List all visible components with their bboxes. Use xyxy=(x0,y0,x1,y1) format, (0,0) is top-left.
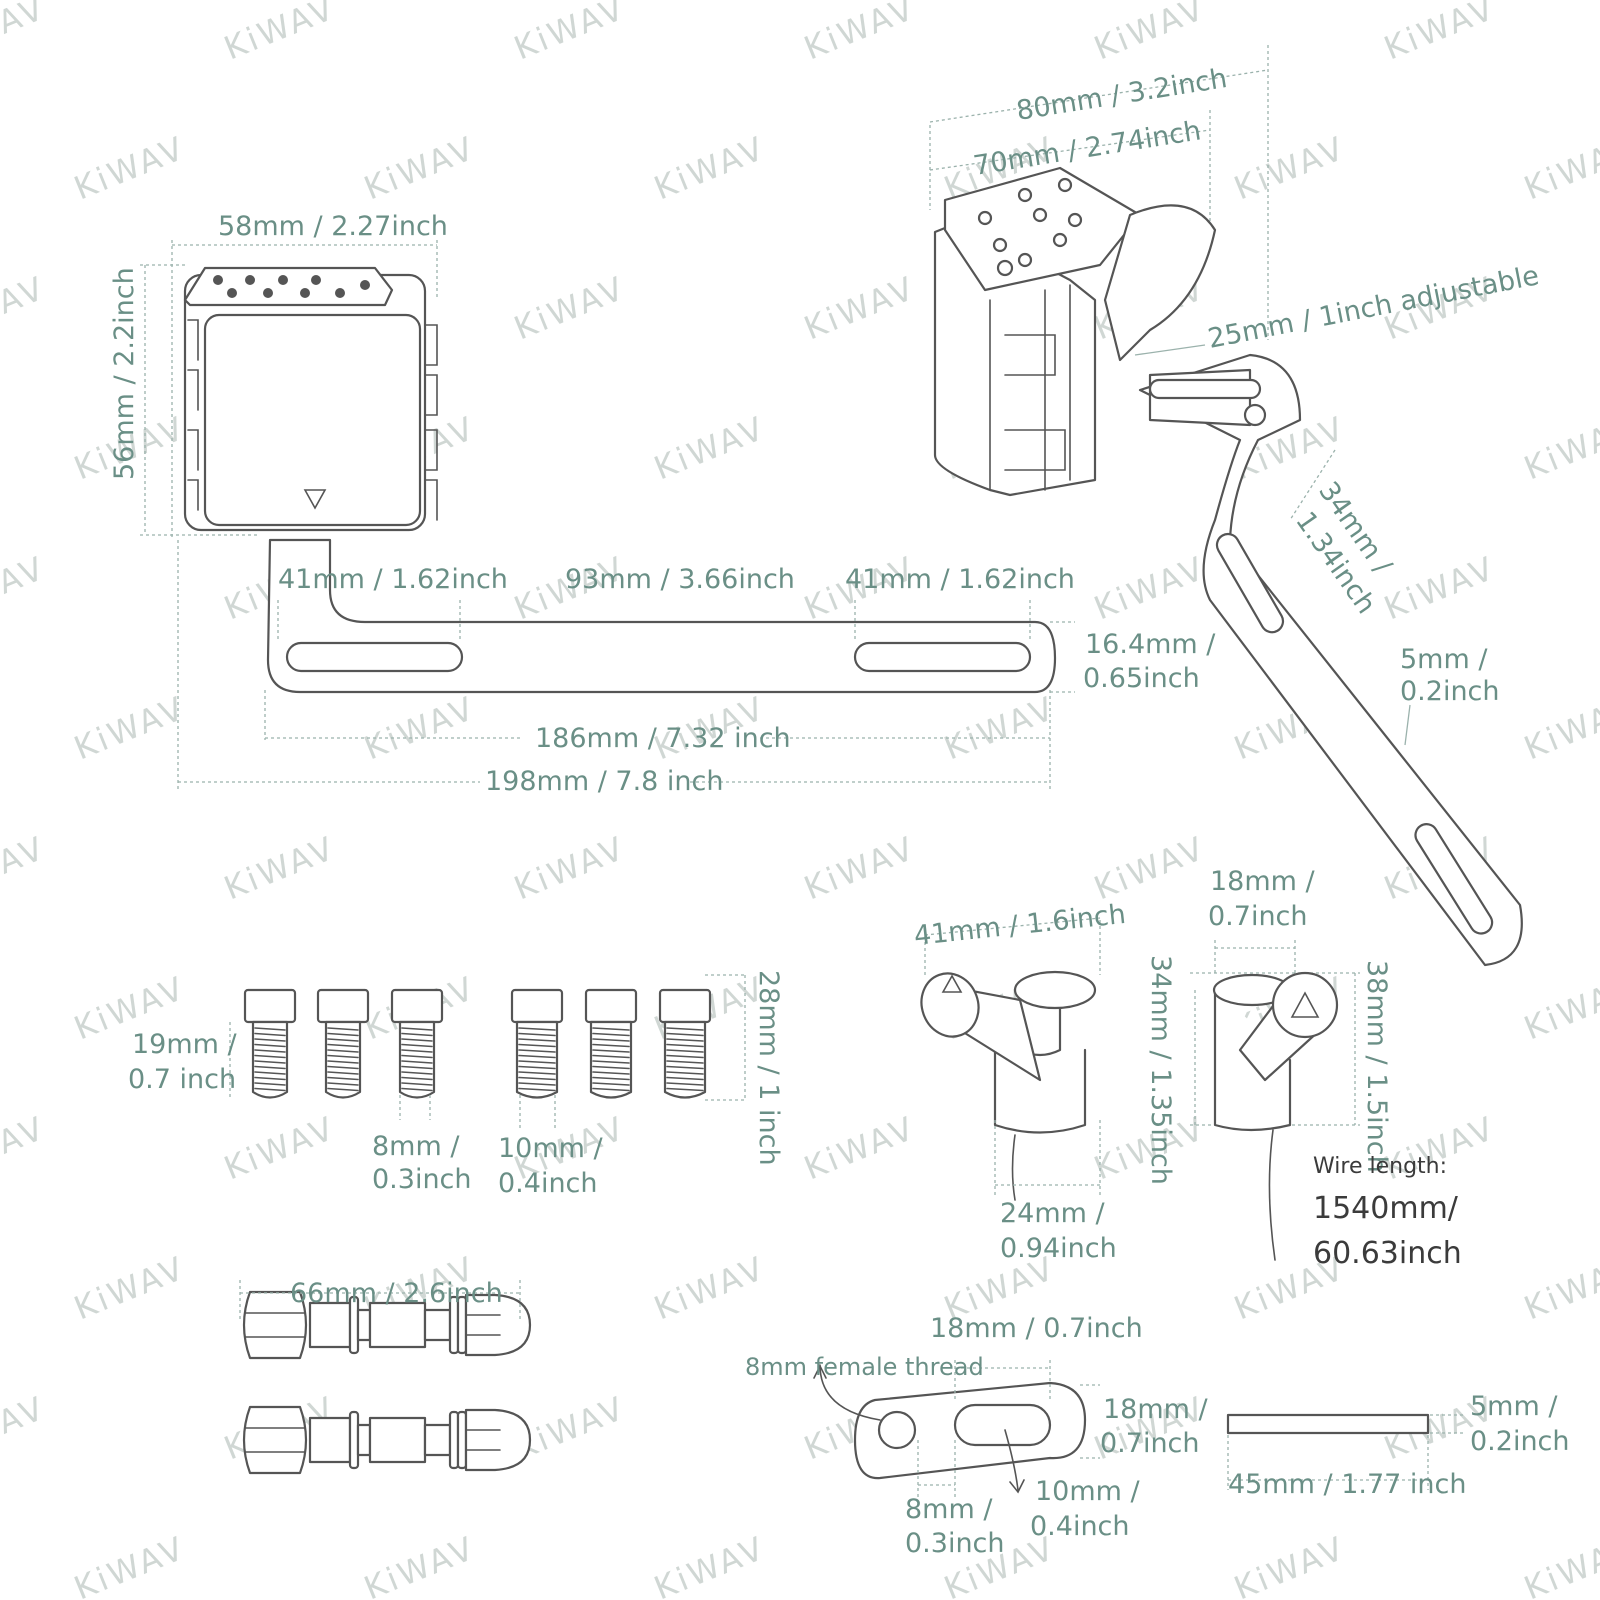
strip-thickness-label-top: 5mm / xyxy=(1470,1391,1558,1422)
front-height-label: 56mm / 2.2inch xyxy=(109,267,140,480)
watermark-text: KiWAV xyxy=(0,829,51,908)
arm-thickness-label-top: 5mm / xyxy=(1400,644,1488,675)
watermark-text: KiWAV xyxy=(649,409,771,488)
wire-length-value-top: 1540mm/ xyxy=(1313,1191,1459,1226)
plate-drawing xyxy=(813,1360,1100,1500)
watermark-text: KiWAV xyxy=(939,689,1061,768)
watermark-text: KiWAV xyxy=(0,269,51,348)
watermark-text: KiWAV xyxy=(359,129,481,208)
inner-width-label: 70mm / 2.74inch xyxy=(971,115,1203,182)
watermark-text: KiWAV xyxy=(799,829,921,908)
watermark-text: KiWAV xyxy=(799,0,921,67)
watermark-text: KiWAV xyxy=(0,0,51,67)
plate-hole-label-top: 8mm / xyxy=(905,1494,993,1525)
watermark-text: KiWAV xyxy=(219,0,341,67)
plate-hole-label-bottom: 0.3inch xyxy=(905,1528,1005,1559)
wire-length-value-bottom: 60.63inch xyxy=(1313,1236,1462,1271)
plate-slot-label-bottom: 0.4inch xyxy=(1030,1511,1130,1542)
watermark-text: KiWAV xyxy=(1229,1529,1351,1600)
watermark-text: KiWAV xyxy=(799,1109,921,1188)
bolt-length-label-top: 19mm / xyxy=(132,1029,238,1060)
watermark-text: KiWAV xyxy=(1519,1529,1600,1600)
switch-height-b-label: 38mm / 1.5inch xyxy=(1361,960,1392,1173)
watermark-text: KiWAV xyxy=(1519,1249,1600,1328)
watermark-text: KiWAV xyxy=(1089,0,1211,67)
watermark-text: KiWAV xyxy=(1519,689,1600,768)
watermark-text: KiWAV xyxy=(799,269,921,348)
arm-thickness-label-bottom: 0.2inch xyxy=(1400,676,1500,707)
watermark-text: KiWAV xyxy=(0,1389,51,1468)
watermark-text: KiWAV xyxy=(509,829,631,908)
watermark-text: KiWAV xyxy=(1519,969,1600,1048)
strip-drawing xyxy=(1226,1413,1465,1490)
watermark-text: KiWAV xyxy=(649,1249,771,1328)
front-width-label: 58mm / 2.27inch xyxy=(218,211,448,242)
watermark-text: KiWAV xyxy=(649,129,771,208)
watermark-text: KiWAV xyxy=(0,549,51,628)
plate-height-label-top: 18mm / xyxy=(1103,1394,1209,1425)
strip-length-label: 45mm / 1.77 inch xyxy=(1228,1469,1467,1500)
watermark-text: KiWAV xyxy=(359,689,481,768)
watermark-text: KiWAV xyxy=(649,1529,771,1600)
watermark-text: KiWAV xyxy=(509,0,631,67)
wire-length-label: Wire length: xyxy=(1313,1154,1447,1179)
segment-left-label: 41mm / 1.62inch xyxy=(278,564,508,595)
watermark-text: KiWAV xyxy=(219,1109,341,1188)
watermark-text: KiWAV xyxy=(1519,129,1600,208)
switch-top-label-top: 18mm / xyxy=(1210,866,1316,897)
long-bolt xyxy=(242,1405,532,1475)
long-bolts-group xyxy=(242,1290,532,1475)
hex-bolt xyxy=(243,988,297,1099)
bar-height-label-bottom: 0.65inch xyxy=(1083,663,1200,694)
hex-bolt xyxy=(658,988,712,1099)
long-bolt-length-label: 66mm / 2.6inch xyxy=(290,1278,503,1309)
front-view-drawing xyxy=(140,240,1075,790)
bolt-total-length-label: 28mm / 1 inch xyxy=(753,970,784,1166)
plate-slot-label-top: 10mm / xyxy=(1035,1476,1141,1507)
watermark-text: KiWAV xyxy=(69,689,191,768)
inner-length-label: 186mm / 7.32 inch xyxy=(535,723,791,754)
bar-height-label-top: 16.4mm / xyxy=(1085,629,1216,660)
bolts-dimension-lines xyxy=(229,974,746,1130)
watermark-text: KiWAV xyxy=(359,1529,481,1600)
hex-bolt xyxy=(390,988,444,1099)
watermark-text: KiWAV xyxy=(69,129,191,208)
bolt-dia-large-label-bottom: 0.4inch xyxy=(498,1168,598,1199)
watermark-text: KiWAV xyxy=(1089,549,1211,628)
plate-top-label: 18mm / 0.7inch xyxy=(930,1313,1143,1344)
strip-thickness-label-bottom: 0.2inch xyxy=(1470,1426,1570,1457)
watermark-text: KiWAV xyxy=(69,1529,191,1600)
angled-view-drawing xyxy=(929,45,1523,967)
long-bolt xyxy=(242,1290,532,1360)
segment-right-label: 41mm / 1.62inch xyxy=(845,564,1075,595)
switch-width-label: 41mm / 1.6inch xyxy=(912,899,1127,952)
thread-label: 8mm female thread xyxy=(745,1353,984,1381)
bolt-dia-small-label-bottom: 0.3inch xyxy=(372,1164,472,1195)
hex-bolt xyxy=(510,988,564,1099)
switch-top-label-bottom: 0.7inch xyxy=(1208,901,1308,932)
hex-bolts-group xyxy=(243,988,712,1099)
watermark-text: KiWAV xyxy=(1379,0,1501,67)
bolt-dia-small-label-top: 8mm / xyxy=(372,1131,460,1162)
switch-base-label-bottom: 0.94inch xyxy=(1000,1233,1117,1264)
watermark-text: KiWAV xyxy=(1229,129,1351,208)
hex-bolt xyxy=(584,988,638,1099)
plate-height-label-bottom: 0.7inch xyxy=(1100,1428,1200,1459)
bolt-length-label-bottom: 0.7 inch xyxy=(128,1064,236,1095)
watermark-text: KiWAV xyxy=(509,269,631,348)
hex-bolt xyxy=(316,988,370,1099)
watermark-text: KiWAV xyxy=(1519,409,1600,488)
switch-height-a-label: 34mm / 1.35inch xyxy=(1145,955,1176,1185)
overall-length-label: 198mm / 7.8 inch xyxy=(485,766,724,797)
switch-drawing xyxy=(920,917,1360,1261)
watermark-text: KiWAV xyxy=(0,1109,51,1188)
segment-mid-label: 93mm / 3.66inch xyxy=(565,564,795,595)
watermark-text: KiWAV xyxy=(219,829,341,908)
watermark-text: KiWAV xyxy=(69,1249,191,1328)
switch-base-label-top: 24mm / xyxy=(1000,1198,1106,1229)
watermark-text: KiWAV xyxy=(1089,829,1211,908)
bolt-dia-large-label-top: 10mm / xyxy=(498,1133,604,1164)
